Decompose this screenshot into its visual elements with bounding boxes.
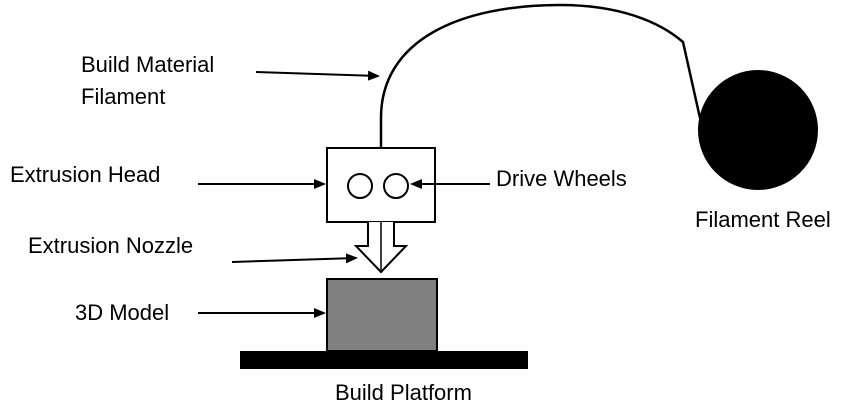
label-drive-wheels: Drive Wheels (496, 166, 627, 191)
build-platform-bar (240, 351, 528, 369)
filament-reel (698, 70, 818, 190)
arrow-build-material (255, 70, 380, 81)
arrow-extrusion-nozzle (231, 253, 358, 264)
label-extrusion-head: Extrusion Head (10, 162, 160, 187)
filament-line (379, 3, 702, 148)
3d-model-block (326, 278, 438, 352)
label-extrusion-nozzle: Extrusion Nozzle (28, 233, 193, 258)
drive-wheel-left (347, 173, 373, 199)
label-build-material-line1: Build Material (81, 52, 214, 77)
label-filament-reel: Filament Reel (695, 207, 831, 232)
label-build-platform: Build Platform (335, 380, 472, 405)
label-3d-model: 3D Model (75, 300, 169, 325)
label-build-material-line2: Filament (81, 84, 165, 109)
drive-wheel-right (383, 173, 409, 199)
